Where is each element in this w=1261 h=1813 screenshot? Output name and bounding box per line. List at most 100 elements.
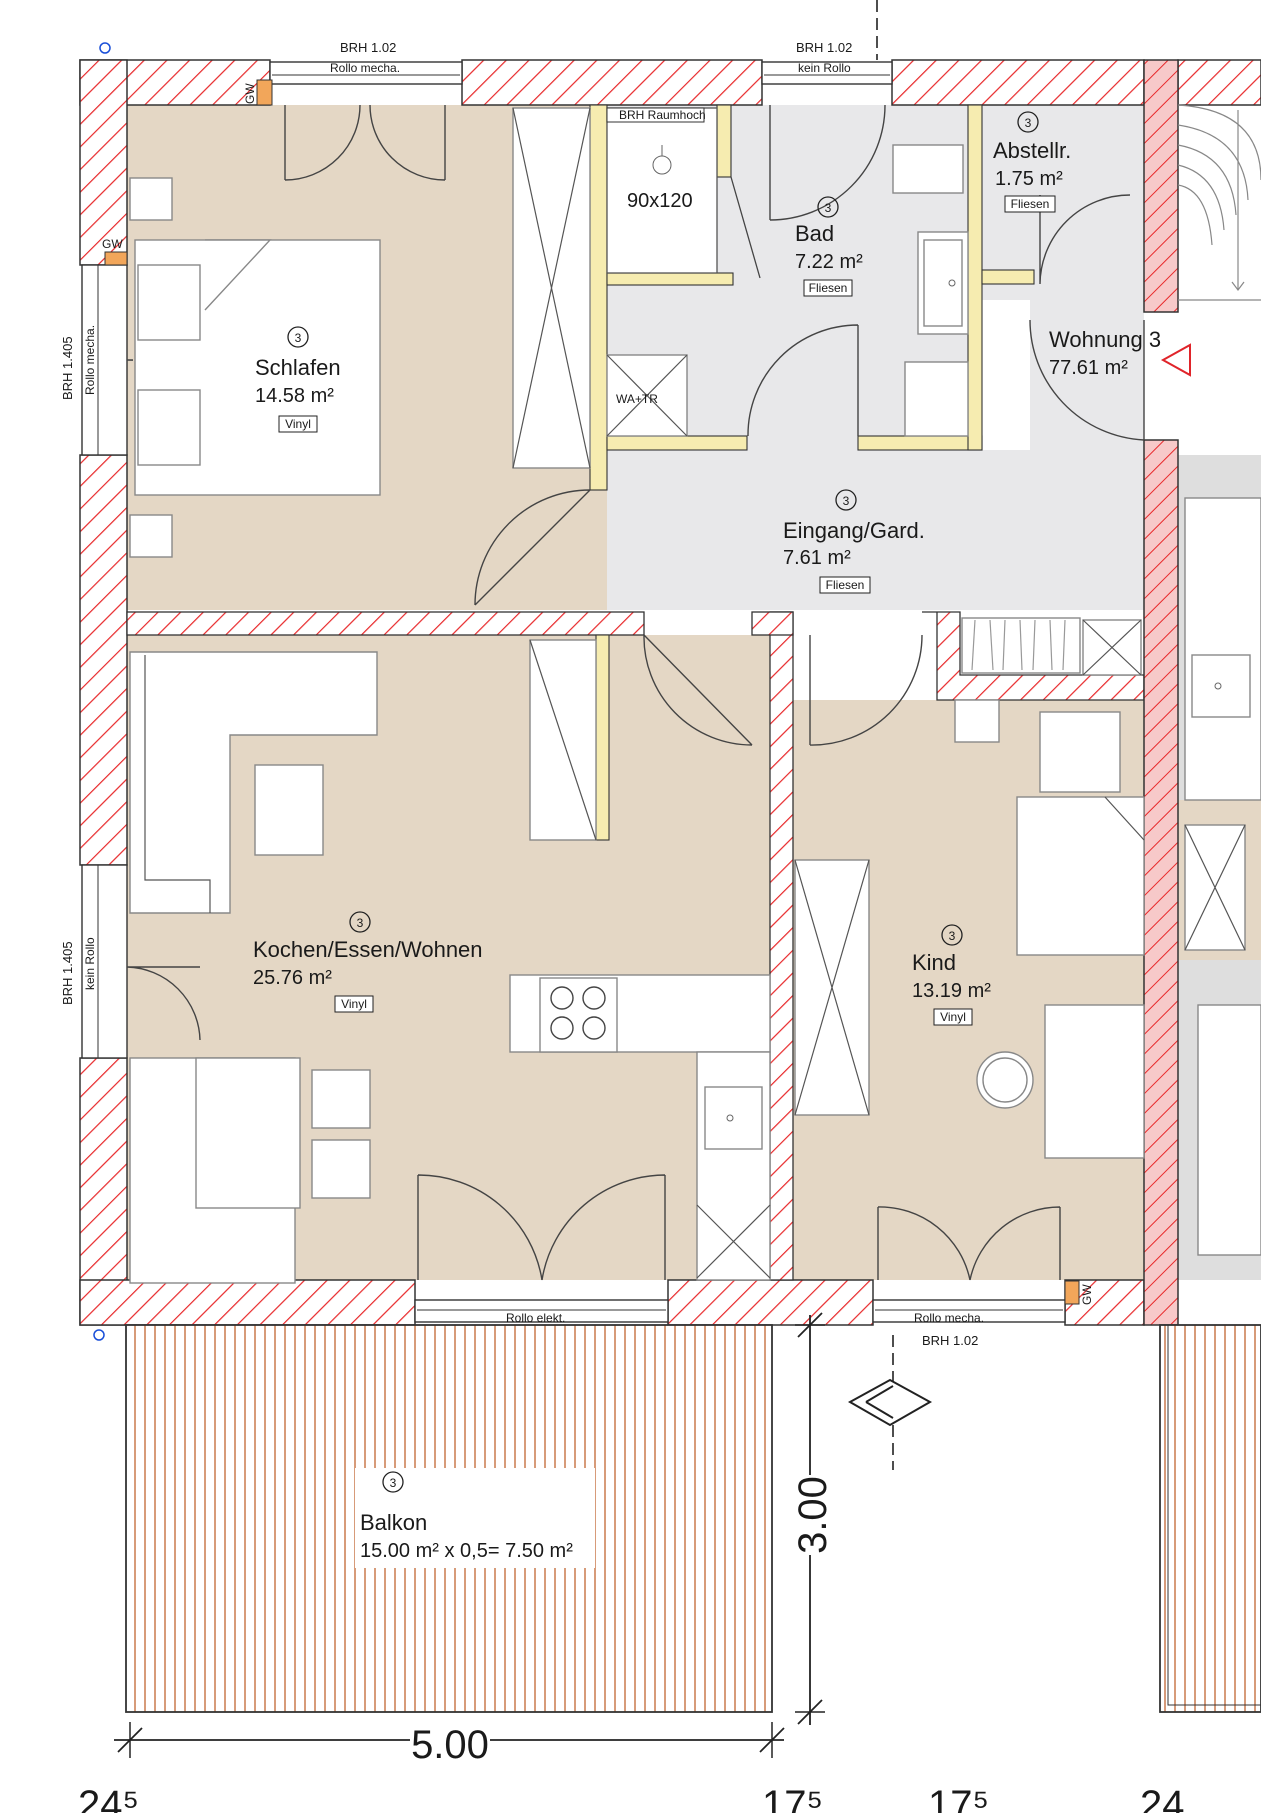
furniture [129,104,1261,1284]
neighbor-balcony [1159,1324,1261,1713]
nightstand-1 [129,177,173,221]
walls [79,59,1261,1326]
shower-glass [730,176,761,279]
bed-blanket [204,239,272,311]
room-labels: 3 Schlafen 14.58 m² Vinyl 3 Bad 7.22 m² … [253,111,1191,1568]
dimension-mark-4: 24 [1140,1783,1185,1813]
room-area: 7.61 m² [783,547,851,569]
kind-bed [1016,796,1145,956]
wall-stub-kochen [751,611,794,636]
wall-stair-upper [1143,59,1179,313]
door-kind-window-1 [877,1206,971,1281]
drywall-bad-bottom-l [606,435,748,451]
door-bad [747,324,859,437]
gw-box-bottom [1064,1280,1080,1305]
room-label-kind: 3 Kind 13.19 m² Vinyl [912,924,991,1026]
rollo-bottom-right: Rollo mecha. [914,1311,984,1325]
shower-tray [606,107,718,274]
window-left-upper [81,264,128,456]
section-line [93,0,933,1470]
room-area: 14.58 m² [255,385,334,407]
room-name: Kochen/Essen/Wohnen [253,937,483,962]
door-balkon-1 [417,1174,543,1281]
drywall-bad-bottom-r [857,435,983,451]
drywall-abstell-left [967,104,983,451]
room-marker: 3 [1025,116,1032,130]
dimension-depth: 3.00 [791,1476,835,1554]
gw-bottom: GW [1080,1284,1094,1305]
dimension-width: 5.00 [411,1723,489,1767]
rollo-bottom-left: Rollo elekt. [506,1311,565,1325]
drywall-shower [606,272,734,286]
dimension-mark-2: 17⁵ [762,1783,823,1813]
unit-name: Wohnung 3 [1049,327,1161,352]
room-name: Abstellr. [993,138,1071,163]
room-label-abstellr: 3 Abstellr. 1.75 m² Fliesen [993,111,1071,213]
wama-tr: WA+TR [616,392,658,406]
room-name: Balkon [360,1510,427,1535]
room-area: 1.75 m² [995,168,1063,190]
floor-tag: Vinyl [285,417,311,431]
shower-bar [606,107,705,123]
arc-marker-top-icon [99,42,111,54]
room-marker: 3 [295,331,302,345]
floor-tag: Fliesen [826,578,865,592]
section-marker-icon [847,1378,933,1427]
dimension-mark-3: 17⁵ [928,1783,989,1813]
rollo-left-upper: Rollo mecha. [83,325,97,395]
entrance-marker-icon [1160,343,1191,377]
chair-2 [311,1139,371,1199]
neighbor-wardrobe [1197,1004,1261,1256]
brh-top-right: BRH 1.02 [796,40,852,55]
sofa-corner [129,651,378,914]
room-name: Eingang/Gard. [783,518,925,543]
coffee-table [254,764,324,856]
kind-desk [1044,1004,1145,1159]
toilet-top [892,144,964,194]
drywall-bad-left [589,104,608,491]
brh-bottom-right: BRH 1.02 [922,1333,978,1348]
room-area: 13.19 m² [912,980,991,1002]
window-bottom-right [872,1299,1066,1323]
floor-tag: Fliesen [809,281,848,295]
bed-pillow-2 [137,389,201,466]
room-name: Schlafen [255,355,341,380]
room-area: 15.00 m² x 0,5= 7.50 m² [360,1540,573,1562]
room-marker: 3 [390,1476,397,1490]
floor-tag: Vinyl [940,1010,966,1024]
windows [81,61,1080,1323]
room-name: Bad [795,221,834,246]
brh-left-lower: BRH 1.405 [60,941,75,1005]
rollo-left-lower: kein Rollo [83,937,97,990]
dining-table [195,1057,301,1209]
wall-top-4 [1177,59,1261,106]
room-area: 7.22 m² [795,251,863,273]
bed-pillow-1 [137,264,201,341]
nightstand-2 [129,514,173,558]
floor-tag: Vinyl [341,997,367,1011]
window-top-right [761,61,893,85]
room-label-bad: 3 Bad 7.22 m² Fliesen [795,196,863,297]
gw-top: GW [243,83,257,104]
window-top-left [269,61,463,85]
window-left-lower [81,864,128,1059]
brh-raumhoch: BRH Raumhoch [619,108,706,122]
door-entrance [1029,319,1145,441]
bad-cabinet [904,361,969,437]
floor-wohnung-strip [1030,300,1144,450]
wall-bottom-1 [79,1279,416,1326]
wall-top-3 [891,59,1145,106]
gw-box-top [256,79,273,106]
wall-top-2 [461,59,763,106]
sink-bad-inner [923,239,963,327]
floor-tag: Fliesen [1011,197,1050,211]
wall-bottom-2 [667,1279,874,1326]
dimensions: 5.00 3.00 24⁵ 17⁵ 17⁵ 24 [78,1312,1185,1813]
door-window-kochen [126,966,201,1041]
staircase [1177,104,1261,301]
room-marker: 3 [357,916,364,930]
door-swing-bad-window [769,104,886,221]
chair-1 [311,1069,371,1129]
gw-box-left [104,251,128,266]
